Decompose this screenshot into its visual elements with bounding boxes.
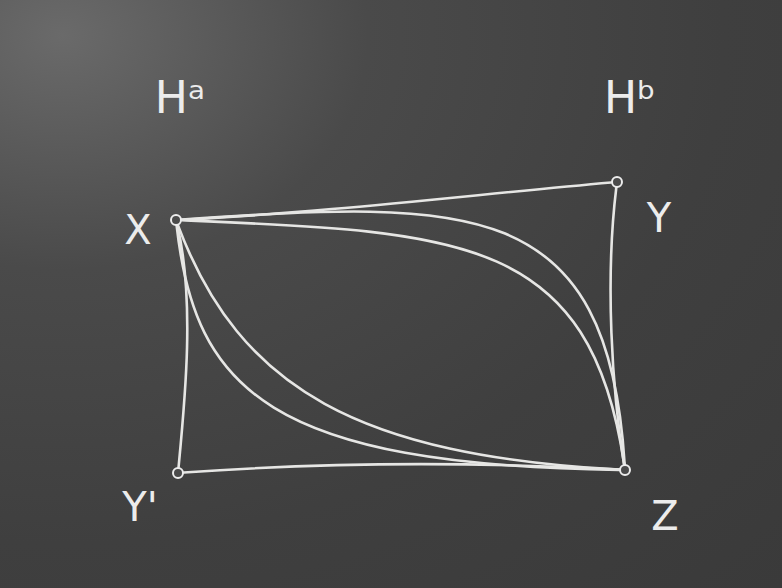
chalk-curve [182,212,625,464]
point-label: Y' [122,487,157,527]
space-label: Hᵇ [604,76,656,120]
chalk-curve [611,188,624,464]
point-label: Z [651,496,678,536]
chalk-curve [177,226,187,467]
point-label: Y [647,198,671,238]
chalk-curve [178,226,619,470]
point-label: X [124,210,151,250]
point-dot: Y' [172,467,184,479]
chalk-curve [184,464,619,472]
chalk-curve [182,220,624,464]
chalk-curve [177,226,619,470]
chalk-curve [182,183,611,220]
space-label: Hᵃ [155,76,205,120]
point-dot: Y [611,176,623,188]
point-dot: Z [619,464,631,476]
point-dot: X [170,214,182,226]
